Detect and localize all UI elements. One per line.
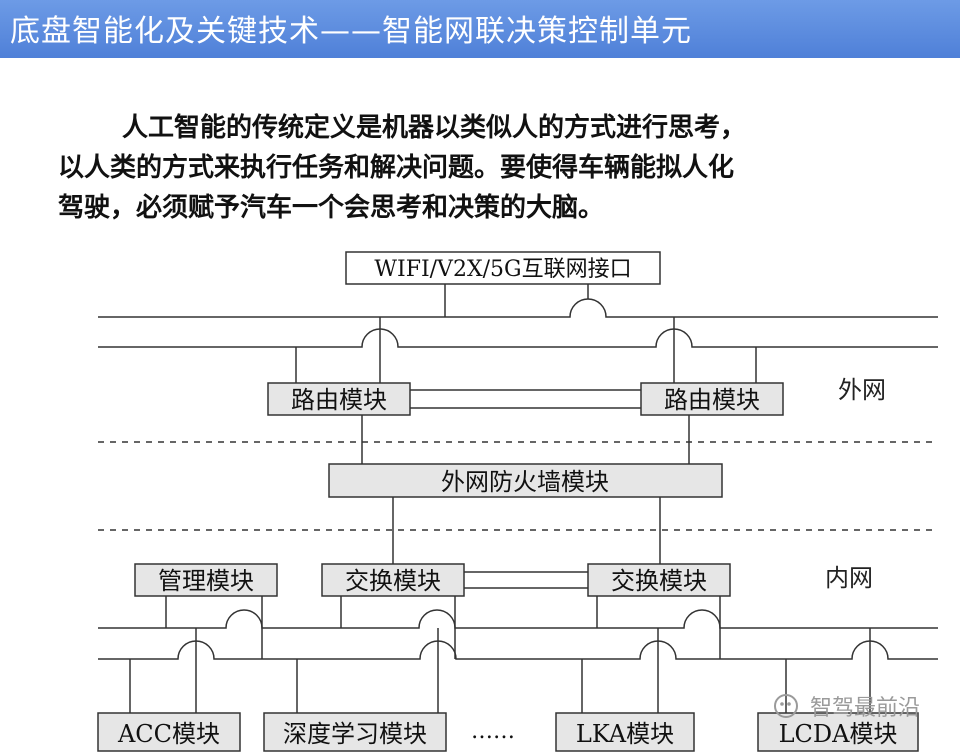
watermark: 智驾最前沿 [773,690,920,725]
switch-left-box [321,563,465,597]
inner-bus-line-1 [98,609,938,629]
lcda-module-label: LCDA模块 [779,720,898,748]
outer-bus-line-2 [98,328,938,348]
intro-line-1: 人工智能的传统定义是机器以类似人的方式进行思考， [122,113,747,143]
router-left-box [267,382,411,416]
switch-right-box [587,563,731,597]
intro-paragraph: 人工智能的传统定义是机器以类似人的方式进行思考， 以人类的方式来执行任务和解决问… [58,108,958,228]
mgmt-label: 管理模块 [158,567,254,595]
page-title: 底盘智能化及关键技术——智能网联决策控制单元 [10,14,692,49]
deep-learning-module-label: 深度学习模块 [283,720,427,748]
router-right-label: 路由模块 [664,386,760,414]
wechat-icon [773,693,799,725]
firewall-box [328,463,723,498]
inner-bus-line-2 [98,640,938,660]
inner-net-label: 内网 [825,564,873,592]
router-right-box [640,382,784,416]
intro-line-2: 以人类的方式来执行任务和解决问题。要使得车辆能拟人化 [58,153,735,183]
interface-box-label: WIFI/V2X/5G互联网接口 [374,257,631,282]
outer-net-label: 外网 [838,376,886,404]
mgmt-box [134,563,278,597]
interface-box [345,251,661,285]
firewall-label: 外网防火墙模块 [441,468,609,496]
title-banner: 底盘智能化及关键技术——智能网联决策控制单元 [0,0,960,58]
acc-module-box [97,712,241,752]
lka-module-label: LKA模块 [576,720,674,748]
router-left-label: 路由模块 [291,386,387,414]
acc-module-label: ACC模块 [117,720,220,748]
intro-line-3: 驾驶，必须赋予汽车一个会思考和决策的大脑。 [58,193,605,223]
lka-module-box [555,712,695,752]
lcda-module-box [757,712,919,752]
deep-learning-module-box [263,712,447,752]
switch-left-label: 交换模块 [345,567,441,595]
switch-right-label: 交换模块 [611,567,707,595]
ellipsis-more-modules: …… [471,719,515,744]
watermark-text: 智驾最前沿 [810,696,921,721]
outer-bus-line-1 [98,298,938,318]
